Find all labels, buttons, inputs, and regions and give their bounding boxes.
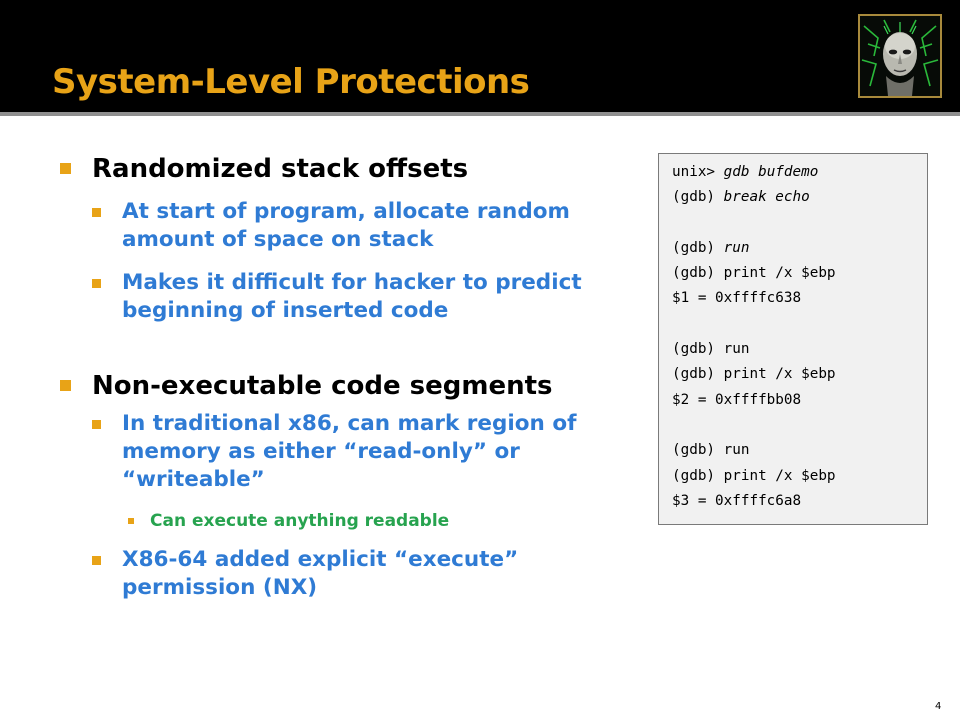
sub-bullet-difficult-for-hacker: Makes it difficult for hacker to predict… [60,269,640,325]
code-line [672,312,927,337]
code-line: $3 = 0xffffc6a8 [672,492,802,509]
code-line [672,413,927,438]
sub-bullet-text: At start of program, allocate random amo… [122,199,570,252]
square-bullet-icon [60,163,71,174]
bullet-non-executable-segments: Non-executable code segments [60,370,640,402]
sub-bullet-text: Makes it difficult for hacker to predict… [122,270,582,323]
sub-bullet-text: X86-64 added explicit “execute” permissi… [122,547,519,600]
square-bullet-icon [92,208,101,217]
sub-sub-bullet-execute-readable: Can execute anything readable [60,509,640,533]
square-bullet-icon [92,556,101,565]
slide-header [0,0,960,112]
sub-bullet-allocate-random: At start of program, allocate random amo… [60,198,640,254]
square-bullet-icon [128,518,134,524]
header-divider [0,112,960,116]
code-line: $2 = 0xffffbb08 [672,391,802,408]
bullet-text: Randomized stack offsets [92,154,469,184]
slide-title: System-Level Protections [52,62,530,102]
code-line: (gdb) run [672,239,750,256]
code-line: (gdb) break echo [672,189,810,206]
shodan-face-icon [858,14,942,98]
square-bullet-icon [60,380,71,391]
code-line: (gdb) print /x $ebp [672,366,836,383]
square-bullet-icon [92,420,101,429]
code-line: (gdb) print /x $ebp [672,265,836,282]
sub-bullet-x86-64-nx: X86-64 added explicit “execute” permissi… [60,546,640,602]
gdb-code-box: unix> gdb bufdemo (gdb) break echo (gdb)… [658,153,928,525]
square-bullet-icon [92,279,101,288]
code-line [672,211,927,236]
code-line: (gdb) print /x $ebp [672,467,836,484]
sub-bullet-traditional-x86: In traditional x86, can mark region of m… [60,410,640,494]
code-line: $1 = 0xffffc638 [672,290,802,307]
code-line: (gdb) run [672,442,750,459]
sub-sub-bullet-text: Can execute anything readable [150,511,450,531]
bullet-list: Randomized stack offsets At start of pro… [60,150,640,602]
bullet-randomized-stack-offsets: Randomized stack offsets [60,153,640,185]
bullet-text: Non-executable code segments [92,371,553,401]
page-number: 4 [935,701,942,712]
code-line: (gdb) run [672,341,750,358]
sub-bullet-text: In traditional x86, can mark region of m… [122,411,577,492]
code-line: unix> gdb bufdemo [672,164,819,180]
